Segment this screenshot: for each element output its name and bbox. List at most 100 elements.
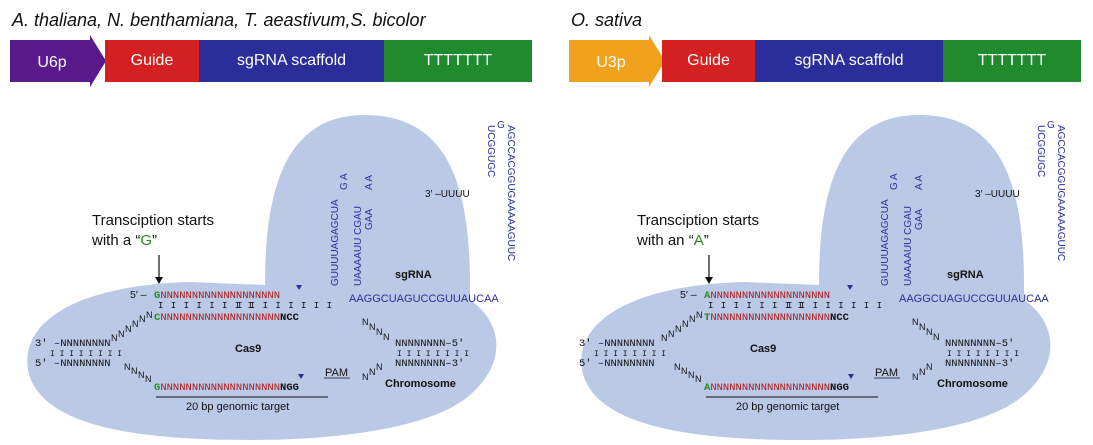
svg-text:I I I I I I I I: I I I I I I I I xyxy=(594,350,666,359)
chromosome-label: Chromosome xyxy=(937,378,1008,390)
svg-text:I I I I I I I I: I I I I I I I I xyxy=(237,301,333,311)
svg-text:N: N xyxy=(132,319,139,329)
svg-text:N: N xyxy=(138,370,145,380)
svg-text:I I I I I I I I: I I I I I I I I xyxy=(947,350,1019,359)
sgRNA-label: sgRNA xyxy=(947,269,984,281)
stem-loop: GUUUUAGAGCUA UAAAAUU CGAU GAA G A A A xyxy=(330,173,375,286)
pam-label: PAM xyxy=(325,367,348,379)
svg-text:N: N xyxy=(675,324,682,334)
svg-text:N: N xyxy=(912,372,919,382)
svg-text:N: N xyxy=(369,367,376,377)
construct-bar: U3p Guide sgRNA scaffold TTTTTTT xyxy=(569,35,1081,87)
terminator-label: TTTTTTT xyxy=(977,52,1047,69)
svg-text:N: N xyxy=(376,327,383,337)
svg-text:N: N xyxy=(383,332,390,342)
five-prime-label: 5′ – xyxy=(680,289,697,301)
svg-text:N: N xyxy=(661,333,668,343)
target-top-strand: CNNNNNNNNNNNNNNNNNNNNCC xyxy=(154,312,300,324)
svg-text:N: N xyxy=(919,322,926,332)
left-bottom-dna: 5′ –NNNNNNNN xyxy=(35,358,111,370)
transcription-line1: Transciption starts xyxy=(637,212,759,229)
terminator-segment: TTTTTTT xyxy=(384,40,532,82)
svg-text:NNNNNNNN–5′: NNNNNNNN–5′ xyxy=(945,338,1014,350)
scaffold-segment: sgRNA scaffold xyxy=(199,40,384,82)
five-prime-label: 5′ – xyxy=(130,289,147,301)
svg-text:N: N xyxy=(139,314,146,324)
svg-text:NNNNNNNN–3′: NNNNNNNN–3′ xyxy=(945,358,1014,370)
sgRNA-label: sgRNA xyxy=(395,269,432,281)
target-bottom-strand: GNNNNNNNNNNNNNNNNNNNNGG xyxy=(154,382,299,394)
svg-text:N: N xyxy=(118,329,125,339)
species-label: A. thaliana, N. benthamiana, T. aeastivu… xyxy=(12,10,426,30)
svg-text:N: N xyxy=(682,319,689,329)
three-prime-uuuu: 3′ –UUUU xyxy=(425,189,470,200)
svg-text:UAAAAUU CGAU: UAAAAUU CGAU xyxy=(353,206,364,286)
right-bottom-dna: NNNNNNNN–3′ xyxy=(395,358,464,370)
svg-text:A A: A A xyxy=(364,175,375,190)
svg-text:N: N xyxy=(362,372,369,382)
pam-label: PAM xyxy=(875,367,898,379)
svg-text:N: N xyxy=(919,367,926,377)
svg-text:N: N xyxy=(681,366,688,376)
promoter-label: U3p xyxy=(596,54,625,71)
svg-text:N: N xyxy=(124,362,131,372)
svg-text:I I I I I I I I: I I I I I I I I xyxy=(787,301,883,311)
svg-text:N: N xyxy=(933,332,940,342)
cas9-label: Cas9 xyxy=(235,343,261,355)
svg-text:G: G xyxy=(1047,120,1055,131)
cas9-label: Cas9 xyxy=(750,343,776,355)
genomic-target-label: 20 bp genomic target xyxy=(736,401,839,413)
svg-text:I I I I I I I I: I I I I I I I I xyxy=(397,350,469,359)
svg-text:5′ –NNNNNNNN: 5′ –NNNNNNNN xyxy=(579,358,655,370)
svg-text:I I I I I I I I: I I I I I I I I xyxy=(708,301,804,311)
svg-text:GAA: GAA xyxy=(914,209,925,230)
pairing-ticks: I I I I I I I I xyxy=(158,301,254,311)
svg-text:N: N xyxy=(146,310,153,320)
svg-text:N: N xyxy=(111,333,118,343)
svg-text:N: N xyxy=(145,374,152,384)
svg-text:N: N xyxy=(668,329,675,339)
scaffold-sequence: AAGGCUAGUCCGUUAUCAA xyxy=(899,293,1049,305)
cas9-diagram: Transciption starts with a “G” 5′ – GNNN… xyxy=(27,115,516,440)
svg-text:G A: G A xyxy=(889,173,900,190)
svg-text:N: N xyxy=(131,366,138,376)
scaffold-label: sgRNA scaffold xyxy=(236,52,347,69)
svg-text:N: N xyxy=(912,317,919,327)
svg-text:UAAAAUU CGAU: UAAAAUU CGAU xyxy=(903,206,914,286)
promoter-arrow: U6p xyxy=(10,35,106,87)
svg-text:N: N xyxy=(674,362,681,372)
construct-bar: U6p Guide sgRNA scaffold TTTTTTT xyxy=(10,35,532,87)
terminal-hairpin: AGCCACGGUGAAAAAGUUC UCGGUGC G xyxy=(485,120,516,261)
svg-text:GAA: GAA xyxy=(364,209,375,230)
start-arrow-head xyxy=(155,277,163,284)
left-top-dna: 3′ –NNNNNNNN xyxy=(35,338,111,350)
species-label: O. sativa xyxy=(571,10,643,30)
left-diag-strands: N N N N N N N N N N xyxy=(111,310,153,384)
svg-text:AGCCACGGUGAAAAAGUUC: AGCCACGGUGAAAAAGUUC xyxy=(1055,125,1066,261)
guide-label: Guide xyxy=(130,52,174,69)
cas9-blob xyxy=(581,115,1051,440)
scaffold-sequence: AAGGCUAGUCCGUUAUCAA xyxy=(349,293,499,305)
cas9-diagram: Transciption starts with an “A” 5′ – ANN… xyxy=(579,115,1066,440)
svg-text:GUUUUAGAGCUA: GUUUUAGAGCUA xyxy=(330,199,341,286)
svg-text:GUUUUAGAGCUA: GUUUUAGAGCUA xyxy=(880,199,891,286)
svg-text:UCGGUGC: UCGGUGC xyxy=(1035,125,1046,177)
scaffold-label: sgRNA scaffold xyxy=(794,52,904,69)
target-bottom-strand: ANNNNNNNNNNNNNNNNNNNNGG xyxy=(704,382,849,394)
svg-text:G A: G A xyxy=(339,173,350,190)
terminator-label: TTTTTTT xyxy=(423,52,493,69)
guide-strand: ANNNNNNNNNNNNNNNNNNN xyxy=(704,290,830,302)
guide-segment: Guide xyxy=(105,40,199,82)
target-top-strand: TNNNNNNNNNNNNNNNNNNNNCC xyxy=(704,312,850,324)
right-diag-strands: N N N N N N N xyxy=(362,317,390,382)
transcription-line1: Transciption starts xyxy=(92,212,214,229)
promoter-label: U6p xyxy=(37,54,66,71)
svg-text:N: N xyxy=(376,362,383,372)
terminator-segment: TTTTTTT xyxy=(943,40,1081,82)
svg-text:UCGGUGC: UCGGUGC xyxy=(485,125,496,177)
right-top-dna: NNNNNNNN–5′ xyxy=(395,338,464,350)
svg-text:I I I I I I I I: I I I I I I I I xyxy=(50,350,122,359)
svg-text:N: N xyxy=(695,374,702,384)
cas9-blob xyxy=(27,115,497,440)
promoter-arrow: U3p xyxy=(569,35,665,87)
